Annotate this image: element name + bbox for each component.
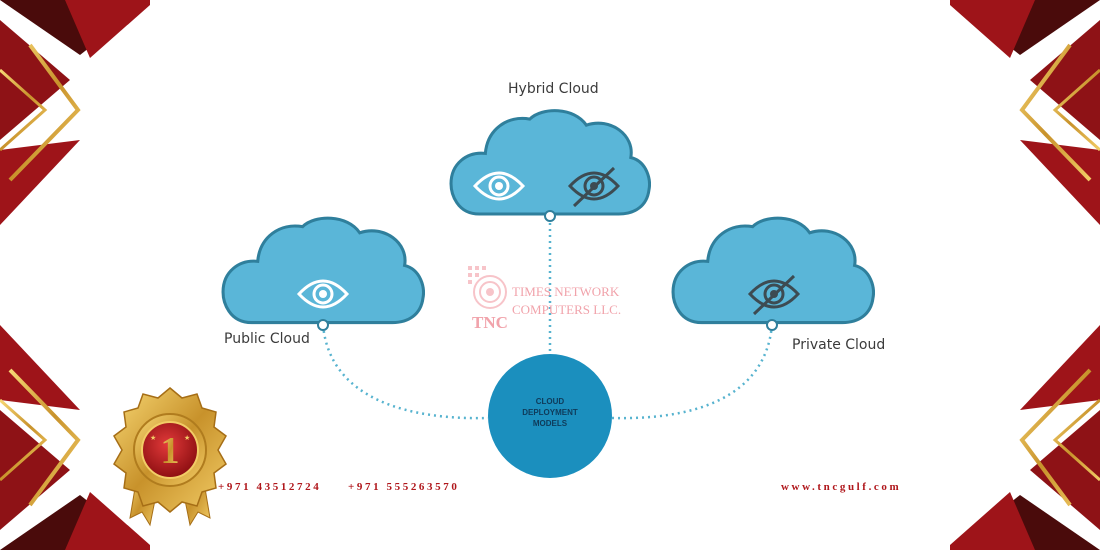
- private-connector-dot: [766, 319, 778, 331]
- svg-text:★: ★: [184, 434, 190, 442]
- corner-ornament-bottom-right: [950, 325, 1100, 550]
- center-label: CLOUD DEPLOYMENT MODELS: [490, 396, 610, 429]
- center-circle: [488, 354, 612, 478]
- center-label-line-1: CLOUD: [535, 397, 565, 406]
- phone-number-2[interactable]: +971 555263570: [348, 481, 460, 493]
- center-label-line-3: MODELS: [532, 419, 568, 428]
- tnc-logo-icon: [468, 266, 507, 309]
- badge-rank-number: 1: [161, 430, 180, 472]
- public-cloud-label: Public Cloud: [224, 331, 310, 347]
- corner-ornament-bottom-left: [0, 325, 150, 550]
- hybrid-connector-dot: [544, 210, 556, 222]
- hybrid-cloud-label: Hybrid Cloud: [508, 81, 599, 97]
- eye-slash-icon: [747, 274, 801, 316]
- corner-ornament-top-left: [0, 0, 150, 225]
- award-badge-icon: ★ ★ 1: [113, 387, 227, 527]
- website-link[interactable]: www.tncgulf.com: [781, 481, 902, 493]
- svg-text:★: ★: [150, 434, 156, 442]
- public-connector-dot: [317, 319, 329, 331]
- center-label-line-2: DEPLOYMENT: [522, 408, 578, 417]
- watermark-company-line-2: COMPUTERS LLC.: [512, 302, 622, 317]
- hybrid-cloud-shape: [449, 109, 651, 216]
- watermark-company-line-1: TIMES NETWORK: [512, 284, 620, 299]
- private-cloud-label: Private Cloud: [792, 337, 886, 353]
- watermark-abbr: TNC: [472, 313, 508, 332]
- eye-slash-icon: [567, 166, 621, 208]
- eye-icon: [296, 279, 350, 309]
- phone-number-1[interactable]: +971 43512724: [218, 481, 322, 493]
- connector-private: [611, 324, 774, 420]
- eye-icon: [472, 171, 526, 201]
- corner-ornament-top-right: [950, 0, 1100, 225]
- connector-public: [321, 324, 489, 420]
